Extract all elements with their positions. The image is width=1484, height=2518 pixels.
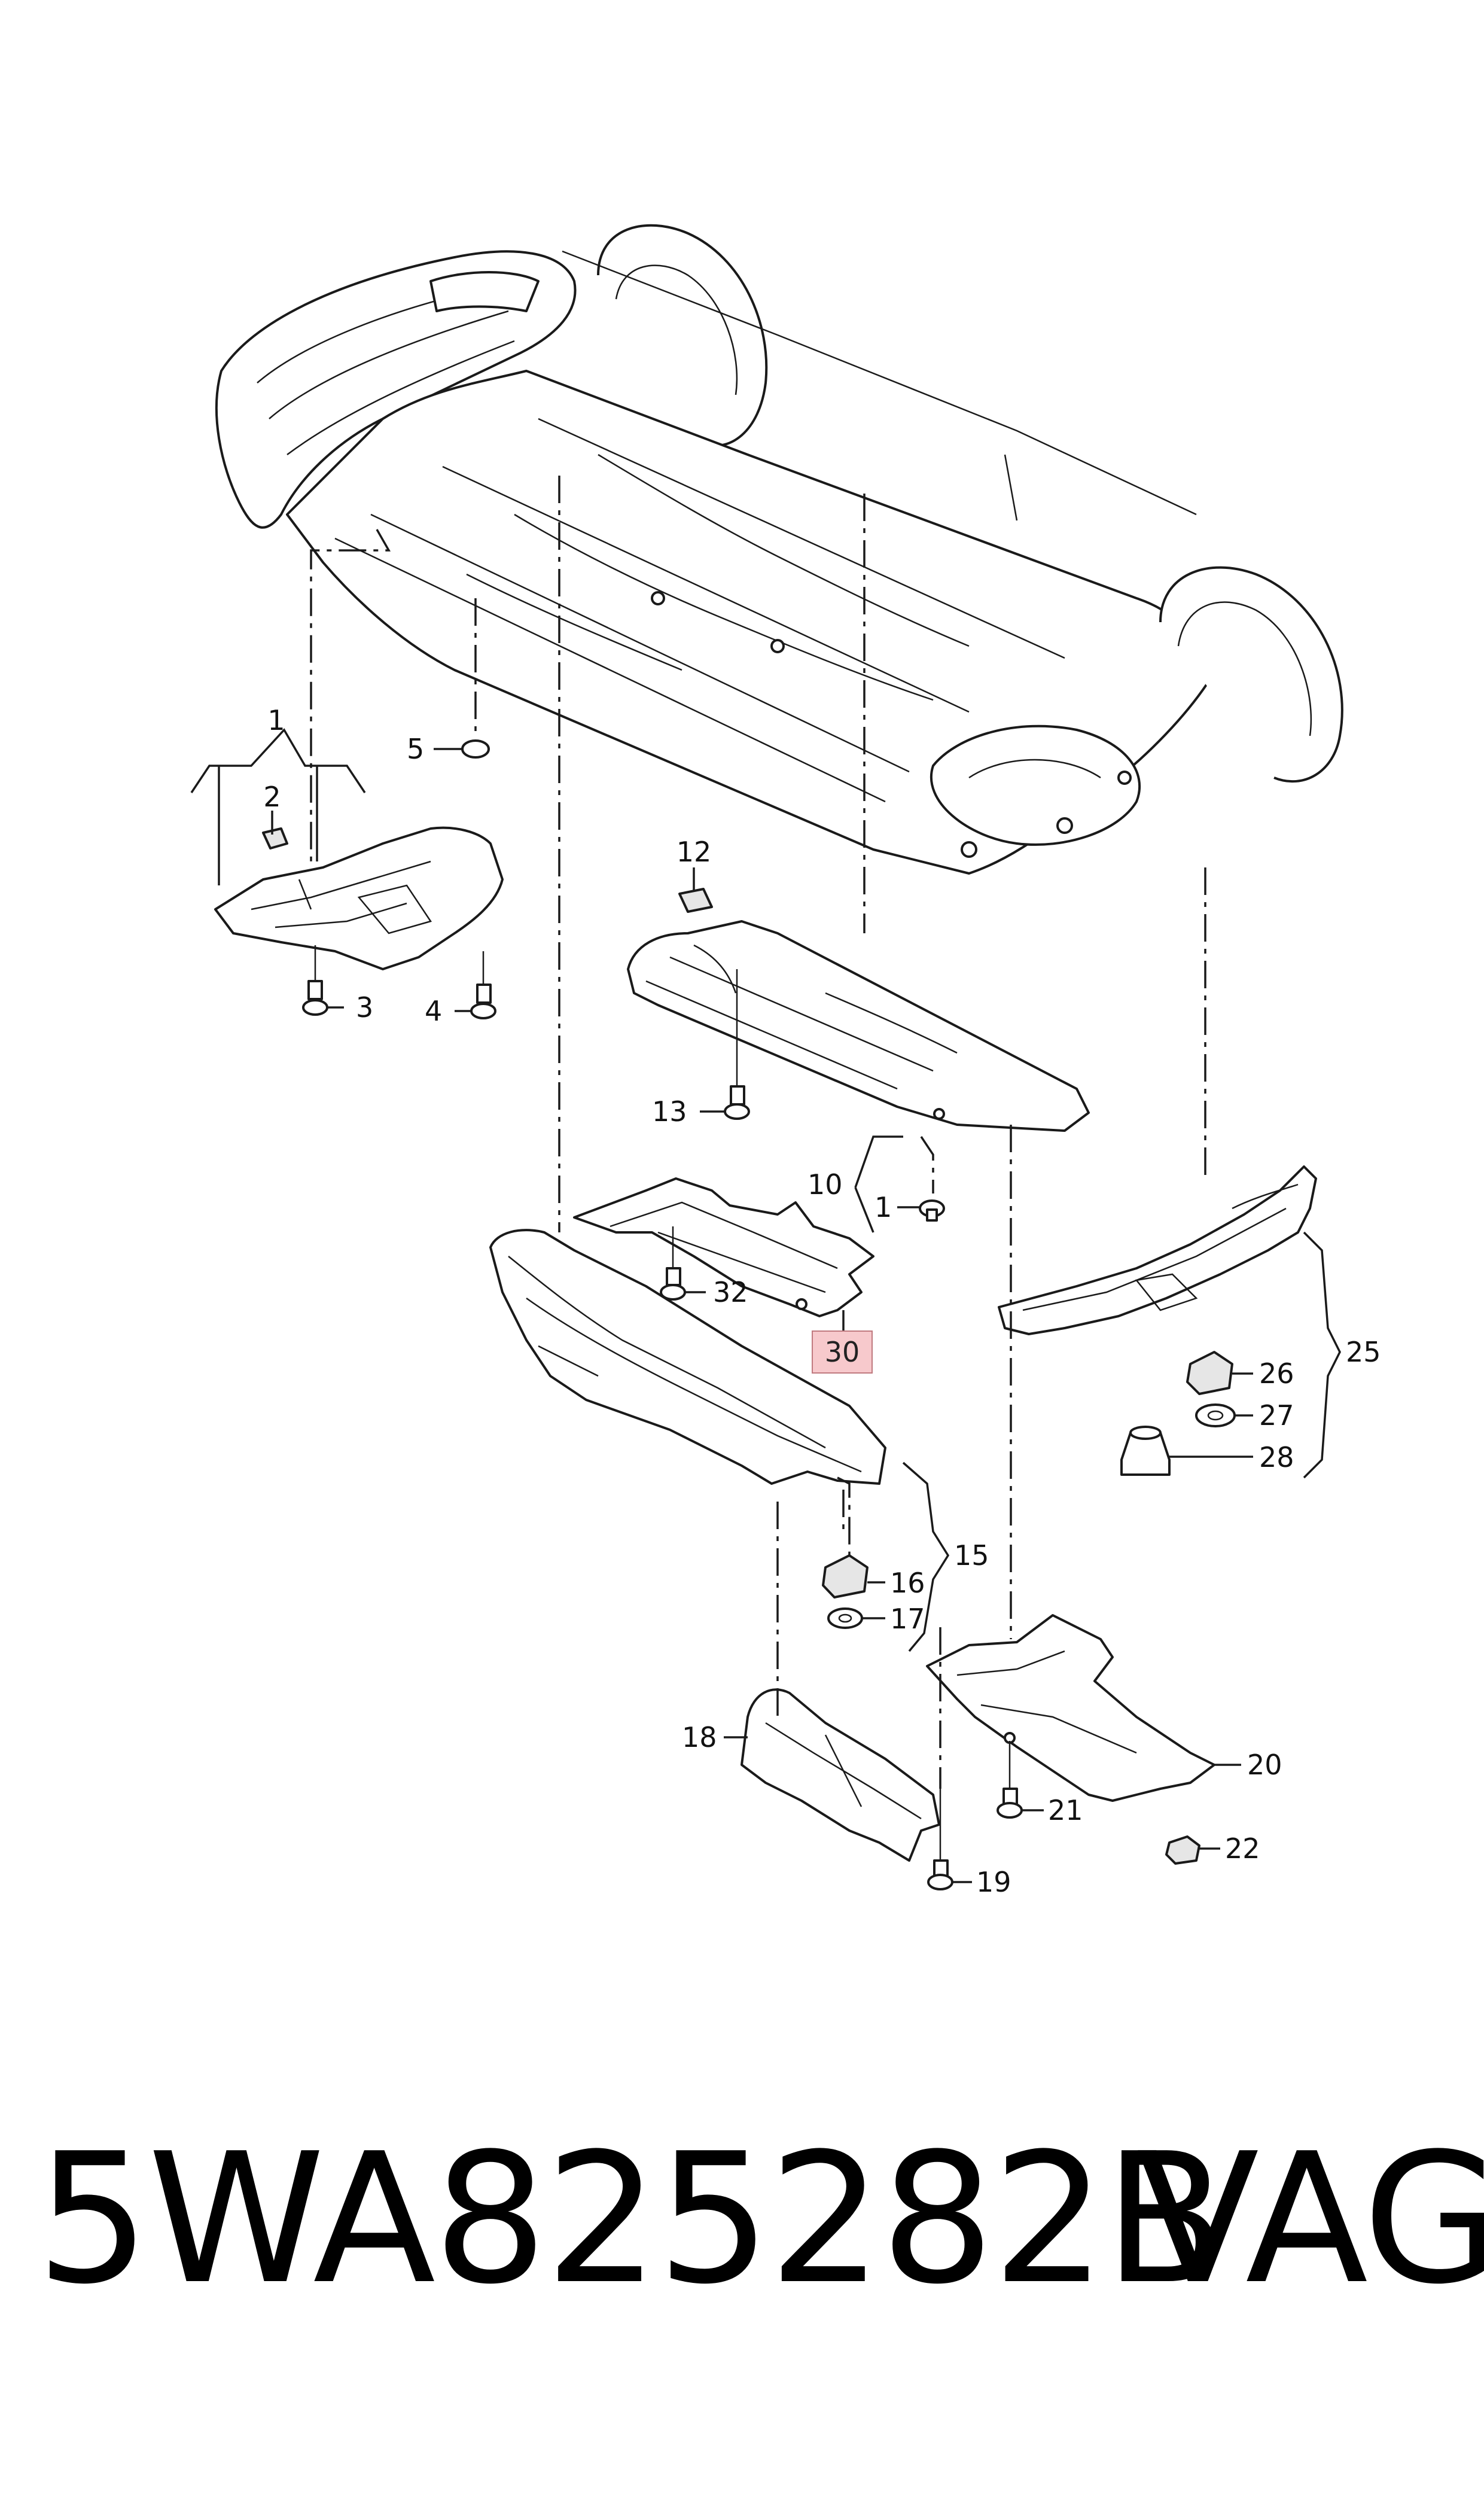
callout-15: 15 — [954, 1539, 989, 1572]
callout-32: 32 — [713, 1276, 748, 1308]
exploded-parts-diagram: 1 2 3 4 5 12 13 10 1 32 30 25 26 27 28 1… — [190, 224, 1381, 1898]
callout-17: 17 — [890, 1603, 925, 1635]
callout-1-lower: 1 — [874, 1191, 892, 1223]
callout-18: 18 — [682, 1721, 717, 1753]
callout-10: 10 — [807, 1168, 843, 1201]
nut-part — [1186, 1351, 1233, 1395]
engine-undertray-panel — [998, 1165, 1317, 1335]
callout-1: 1 — [267, 704, 285, 736]
clip-part — [262, 827, 288, 850]
center-underbody-panel — [627, 920, 1090, 1132]
alignment-lines — [310, 476, 1206, 1789]
callout-20: 20 — [1247, 1749, 1282, 1781]
leader-lines — [190, 728, 1341, 1883]
heat-shield-panel — [573, 1177, 874, 1317]
vehicle-underbody — [215, 224, 1343, 875]
callout-19: 19 — [976, 1866, 1011, 1898]
callout-25: 25 — [1346, 1336, 1381, 1368]
callout-labels: 1 2 3 4 5 12 13 10 1 32 30 25 26 27 28 1… — [263, 704, 1381, 1898]
callout-27: 27 — [1259, 1399, 1294, 1432]
bolt-part — [302, 945, 328, 1016]
callout-16: 16 — [890, 1567, 925, 1599]
front-underbody-panel — [926, 1614, 1215, 1802]
bolt-part — [724, 969, 750, 1120]
bolt-part — [660, 1226, 686, 1301]
bolt-part — [997, 1741, 1023, 1819]
callout-21: 21 — [1048, 1794, 1083, 1826]
callout-30: 30 — [825, 1336, 860, 1368]
rear-underbody-panel — [214, 826, 504, 970]
callout-22: 22 — [1225, 1832, 1260, 1865]
nut-part — [1165, 1835, 1200, 1865]
callout-3: 3 — [356, 991, 373, 1024]
nut-part — [822, 1554, 869, 1599]
part-number: 5WA825282B — [36, 2115, 1227, 2324]
callout-26: 26 — [1259, 1357, 1294, 1390]
washer-part — [827, 1607, 863, 1629]
side-underbody-panel — [489, 1229, 886, 1485]
bump-stop-part — [1120, 1426, 1171, 1476]
brand-name: VAG — [1136, 2115, 1484, 2324]
bolt-part — [470, 951, 496, 1019]
grommet-part — [461, 739, 490, 759]
callout-5: 5 — [407, 733, 424, 765]
callout-2: 2 — [263, 781, 281, 813]
washer-part — [1195, 1403, 1236, 1427]
callout-28: 28 — [1259, 1441, 1294, 1473]
callout-13: 13 — [652, 1095, 687, 1128]
bolt-part — [919, 1199, 945, 1222]
clip-part — [678, 888, 713, 913]
callout-12: 12 — [677, 836, 712, 868]
highlight-box — [812, 1330, 873, 1374]
front-deflector-panel — [741, 1688, 940, 1862]
callout-4: 4 — [425, 995, 442, 1027]
